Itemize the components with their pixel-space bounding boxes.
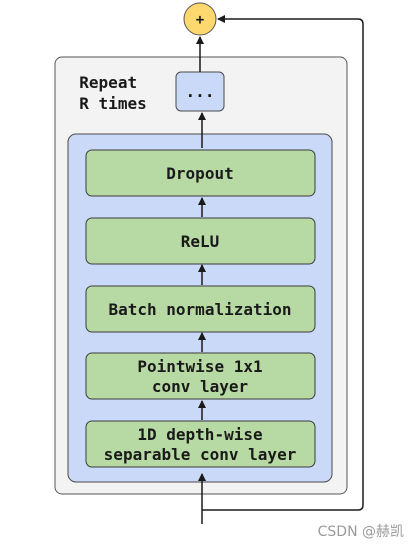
sum-symbol: + <box>196 12 204 28</box>
layer-box <box>85 420 316 468</box>
layer-dropout: Dropout <box>85 149 316 197</box>
layer-label: Dropout <box>166 164 233 183</box>
connectors <box>196 15 364 524</box>
repeat-label-line-1: Repeat <box>79 73 137 92</box>
layer-label-line: Dropout <box>166 164 233 183</box>
layer-label-line: conv layer <box>152 377 248 396</box>
layer-label-line: separable conv layer <box>104 445 297 464</box>
watermark: CSDN @赫凯 <box>317 524 404 540</box>
layer-box <box>85 352 316 400</box>
layer-label-line: Batch normalization <box>108 300 291 319</box>
layer-relu: ReLU <box>85 217 316 265</box>
layer-batch-normalization: Batch normalization <box>85 285 316 333</box>
sum-node <box>183 2 217 36</box>
layer-label-line: 1D depth-wise <box>137 425 262 444</box>
ellipsis-text: ... <box>186 82 215 101</box>
layer-label: ReLU <box>181 232 220 251</box>
layer-label-line: Pointwise 1x1 <box>137 357 262 376</box>
layer-box <box>85 149 316 197</box>
repeat-label: Repeat R times <box>79 73 146 113</box>
layer-label: Batch normalization <box>108 300 291 319</box>
repeat-label-line-2: R times <box>79 94 146 113</box>
layer-label-line: ReLU <box>181 232 220 251</box>
residual-skip-connection <box>202 15 364 511</box>
